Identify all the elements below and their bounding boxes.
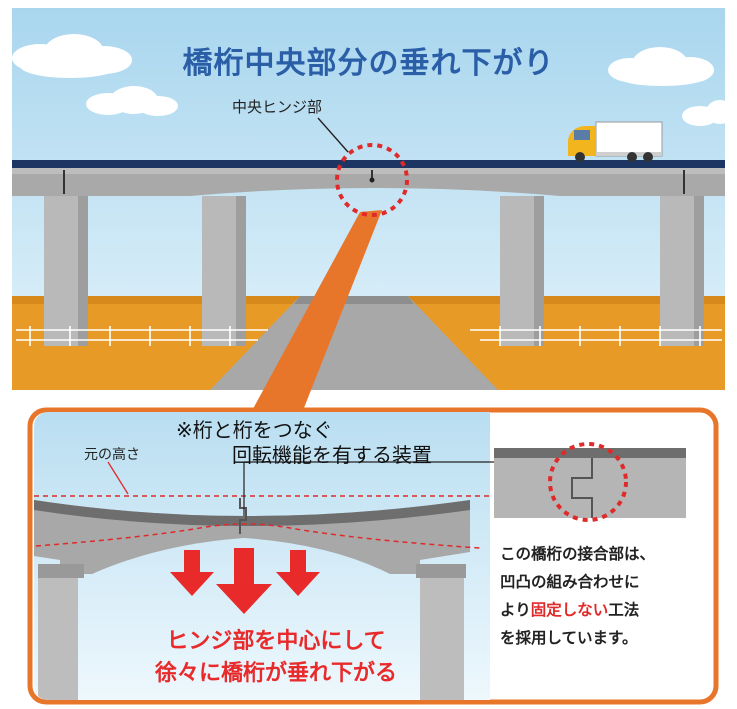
device-note-line: 回転機能を有する装置 <box>232 443 432 467</box>
bridge-deck <box>12 160 725 168</box>
joint-detail <box>494 442 686 522</box>
explanation-text: より <box>500 601 531 619</box>
caption-line: ヒンジ部を中心にして <box>166 629 386 654</box>
bridge-girder <box>12 168 725 196</box>
hinge-highlight-circle <box>335 143 409 217</box>
device-note-line: ※桁と桁をつなぐ <box>176 418 333 442</box>
caption-line: 徐々に橋桁が垂れ下がる <box>154 661 397 686</box>
cloud <box>608 47 714 86</box>
hinge-label: 中央ヒンジ部 <box>232 98 323 116</box>
explanation-text: 工法 <box>608 601 640 619</box>
zoom-callout-beam <box>248 210 382 418</box>
railings <box>16 329 722 341</box>
sag-caption: ヒンジ部を中心にして 徐々に橋桁が垂れ下がる <box>56 626 496 690</box>
page-title: 橋桁中央部分の垂れ下がり <box>182 46 555 81</box>
cloud <box>682 100 734 126</box>
device-note: ※桁と桁をつなぐ 回転機能を有する装置 <box>176 418 432 468</box>
joint-explanation: この橋桁の接合部は、 凹凸の組み合わせに より固定しない工法 を採用しています。 <box>500 540 655 652</box>
original-height-label: 元の高さ <box>84 447 140 463</box>
not-fixed-highlight: 固定しない <box>530 601 609 619</box>
explanation-line: より固定しない工法 <box>500 596 655 624</box>
explanation-line: を採用しています。 <box>500 629 638 647</box>
cloud <box>86 86 178 116</box>
clouds <box>12 34 734 126</box>
downward-arrows <box>170 548 320 614</box>
truck <box>568 121 663 162</box>
explanation-line: この橋桁の接合部は、 <box>500 545 656 563</box>
explanation-line: 凹凸の組み合わせに <box>500 573 640 591</box>
cloud <box>12 34 132 78</box>
